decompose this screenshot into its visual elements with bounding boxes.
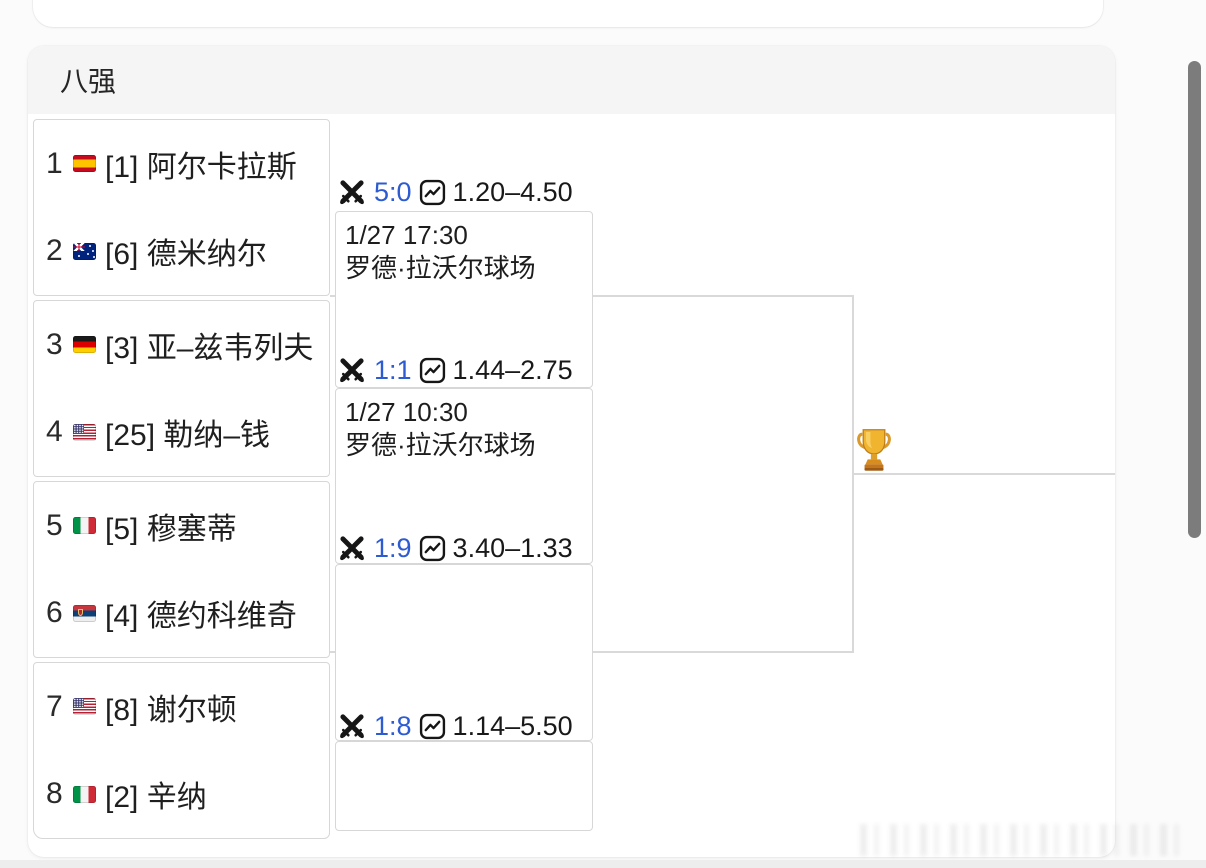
player-seed-name: [4] 德约科维奇: [105, 600, 297, 634]
match-datetime: 1/27 17:30: [345, 220, 468, 250]
h2h-score-link[interactable]: 1:8: [374, 710, 412, 741]
match-venue: 罗德·拉沃尔球场: [345, 253, 536, 284]
player-seed-name: [8] 谢尔顿: [105, 693, 237, 727]
player-seed-name: [1] 阿尔卡拉斯: [105, 150, 297, 184]
qf-pair-box-3: 5 [5] 穆塞蒂 6 [4] 德约科维奇: [33, 481, 330, 658]
player-position: 5: [46, 508, 63, 542]
chart-up-icon[interactable]: [419, 179, 446, 206]
bottom-strip: [0, 860, 1206, 868]
odds-value: 1.20–4.50: [452, 176, 573, 207]
match-info-box-1: 1/27 17:30 罗德·拉沃尔球场: [335, 211, 593, 388]
scrollbar-thumb[interactable]: [1188, 61, 1201, 538]
match-info-box-3: [335, 564, 593, 741]
player-row: 2 [6] 德米纳尔: [34, 208, 329, 296]
watermark: [860, 824, 1190, 856]
player-row: 4 [25] 勒纳–钱: [34, 389, 329, 477]
player-position: 3: [46, 327, 63, 361]
player-position: 2: [46, 234, 63, 268]
chart-up-icon[interactable]: [419, 535, 446, 562]
country-flag-icon: [73, 698, 96, 716]
previous-card-edge: [33, 0, 1103, 27]
h2h-score-link[interactable]: 5:0: [374, 176, 412, 207]
match-info-box-2: 1/27 10:30 罗德·拉沃尔球场: [335, 388, 593, 564]
player-position: 1: [46, 146, 63, 180]
player-seed-name: [2] 辛纳: [105, 781, 207, 815]
round-title: 八强: [60, 66, 117, 97]
player-row: 6 [4] 德约科维奇: [34, 570, 329, 658]
crossed-swords-icon: [337, 533, 367, 563]
qf-pair-box-2: 3 [3] 亚–兹韦列夫 4 [25] 勒纳–钱: [33, 300, 330, 477]
match-venue: 罗德·拉沃尔球场: [345, 430, 536, 461]
player-row: 3 [3] 亚–兹韦列夫: [34, 301, 329, 389]
player-position: 6: [46, 596, 63, 630]
country-flag-icon: [73, 785, 96, 803]
player-row: 8 [2] 辛纳: [34, 751, 329, 839]
player-position: 8: [46, 777, 63, 811]
crossed-swords-icon: [337, 711, 367, 741]
country-flag-icon: [73, 242, 96, 260]
match-score-row-4[interactable]: 1:8 1.14–5.50: [337, 710, 573, 742]
match-score-row-2[interactable]: 1:1 1.44–2.75: [337, 354, 573, 386]
match-info-box-4: [335, 741, 593, 831]
odds-value: 1.44–2.75: [452, 354, 573, 385]
country-flag-icon: [73, 517, 96, 535]
odds-value: 3.40–1.33: [452, 532, 573, 563]
chart-up-icon[interactable]: [419, 713, 446, 740]
qf-pair-box-1: 1 [1] 阿尔卡拉斯 2 [6] 德米纳尔: [33, 119, 330, 296]
player-row: 5 [5] 穆塞蒂: [34, 482, 329, 570]
chart-up-icon[interactable]: [419, 357, 446, 384]
connector-final: [852, 473, 1115, 475]
player-position: 7: [46, 689, 63, 723]
player-seed-name: [3] 亚–兹韦列夫: [105, 331, 314, 365]
match-score-row-3[interactable]: 1:9 3.40–1.33: [337, 532, 573, 564]
crossed-swords-icon: [337, 177, 367, 207]
country-flag-icon: [73, 604, 96, 622]
match-datetime: 1/27 10:30: [345, 397, 468, 427]
trophy-icon: [856, 426, 892, 478]
player-seed-name: [5] 穆塞蒂: [105, 512, 237, 546]
round-header: 八强: [28, 46, 1115, 114]
crossed-swords-icon: [337, 355, 367, 385]
country-flag-icon: [73, 155, 96, 173]
h2h-score-link[interactable]: 1:1: [374, 354, 412, 385]
player-row: 7 [8] 谢尔顿: [34, 663, 329, 751]
h2h-score-link[interactable]: 1:9: [374, 532, 412, 563]
country-flag-icon: [73, 336, 96, 354]
odds-value: 1.14–5.50: [452, 710, 573, 741]
player-seed-name: [25] 勒纳–钱: [105, 419, 271, 453]
player-seed-name: [6] 德米纳尔: [105, 238, 267, 272]
player-row: 1 [1] 阿尔卡拉斯: [34, 120, 329, 208]
qf-pair-box-4: 7 [8] 谢尔顿 8 [2] 辛纳: [33, 662, 330, 839]
country-flag-icon: [73, 423, 96, 441]
player-position: 4: [46, 415, 63, 449]
match-score-row-1[interactable]: 5:0 1.20–4.50: [337, 176, 573, 208]
